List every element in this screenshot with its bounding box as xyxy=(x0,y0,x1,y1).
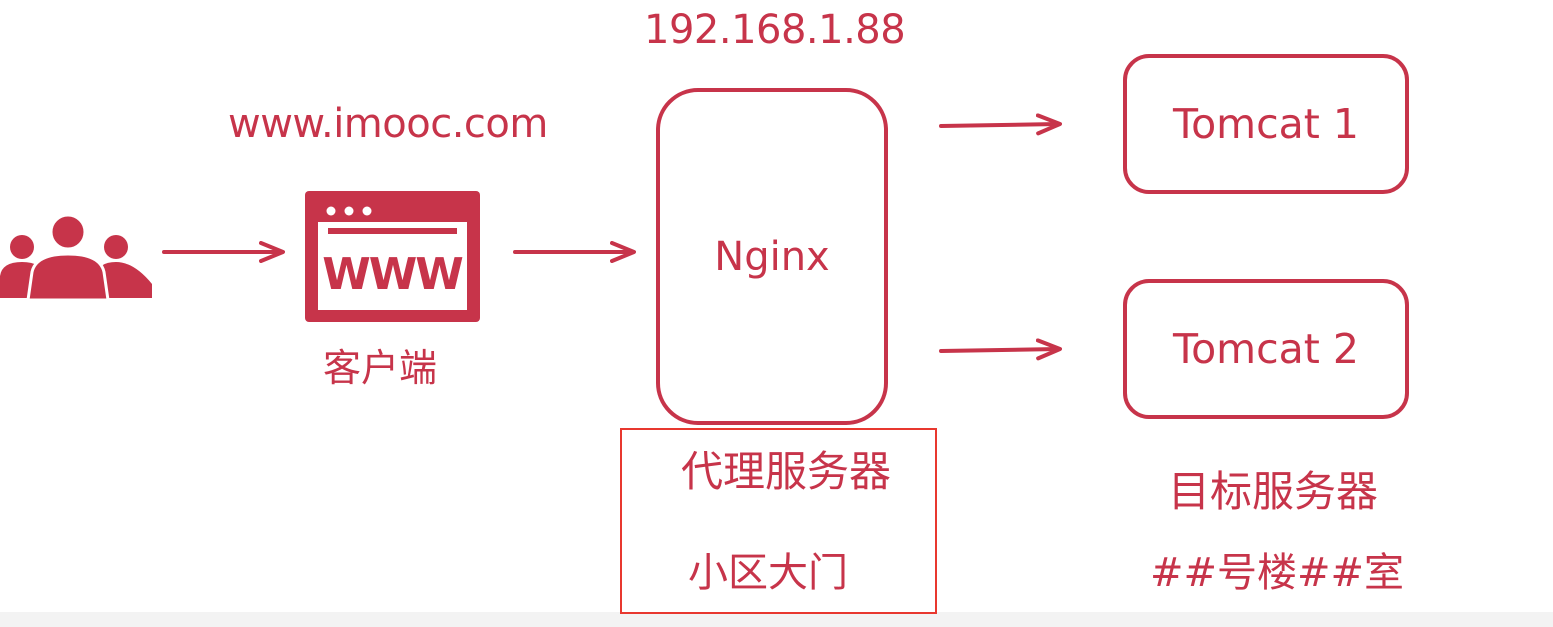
nginx-node xyxy=(656,88,888,425)
browser-window-icon: WWW xyxy=(305,191,480,322)
tomcat-1-node xyxy=(1123,54,1409,194)
tomcat-1-label: Tomcat 1 xyxy=(1173,100,1359,148)
proxy-server-caption: 代理服务器 xyxy=(681,447,892,496)
nginx-to-tomcat-1-arrow xyxy=(939,113,1062,136)
target-server-caption: 目标服务器 xyxy=(1168,467,1379,516)
proxy-ip-label: 192.168.1.88 xyxy=(644,7,906,53)
target-analogy-caption: ##号楼##室 xyxy=(1150,550,1405,596)
browser-www-text: WWW xyxy=(322,249,463,300)
tomcat-2-label: Tomcat 2 xyxy=(1173,325,1359,373)
nginx-to-tomcat-2-arrow xyxy=(939,338,1062,361)
tomcat-2-node xyxy=(1123,279,1409,419)
users-group-icon xyxy=(0,213,152,302)
domain-label: www.imooc.com xyxy=(228,101,548,147)
client-label: 客户端 xyxy=(323,346,438,390)
nginx-label: Nginx xyxy=(714,234,830,280)
bottom-strip xyxy=(0,612,1553,627)
proxy-analogy-caption: 小区大门 xyxy=(688,550,848,596)
proxy-highlight-box xyxy=(620,428,937,614)
